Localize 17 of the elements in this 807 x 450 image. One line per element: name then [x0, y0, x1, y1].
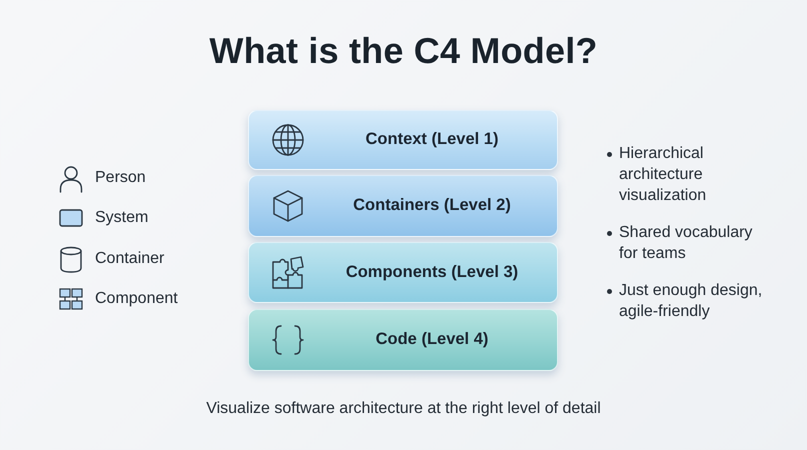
- level-band: [248, 175, 558, 237]
- bullet-text: Shared vocabulary for teams: [619, 223, 754, 264]
- legend-text: Container: [95, 250, 164, 268]
- level-label: Containers (Level 2): [353, 196, 511, 214]
- bullet-text: Hierarchical architecture visualization: [619, 144, 708, 206]
- level-label: Code (Level 4): [376, 330, 488, 348]
- level-band: [248, 110, 558, 170]
- level-band: [248, 309, 558, 371]
- level-label: Components (Level 3): [346, 262, 518, 280]
- bullet-text: Just enough design, agile-friendly: [619, 281, 764, 322]
- level-band: [248, 242, 558, 303]
- level-label: Context (Level 1): [366, 130, 498, 148]
- legend-text: System: [95, 209, 148, 227]
- legend-text: Component: [95, 290, 178, 308]
- title: What is the C4 Model?: [209, 30, 598, 71]
- caption: Visualize software architecture at the right level of detail: [206, 400, 601, 417]
- legend-text: Person: [95, 169, 146, 187]
